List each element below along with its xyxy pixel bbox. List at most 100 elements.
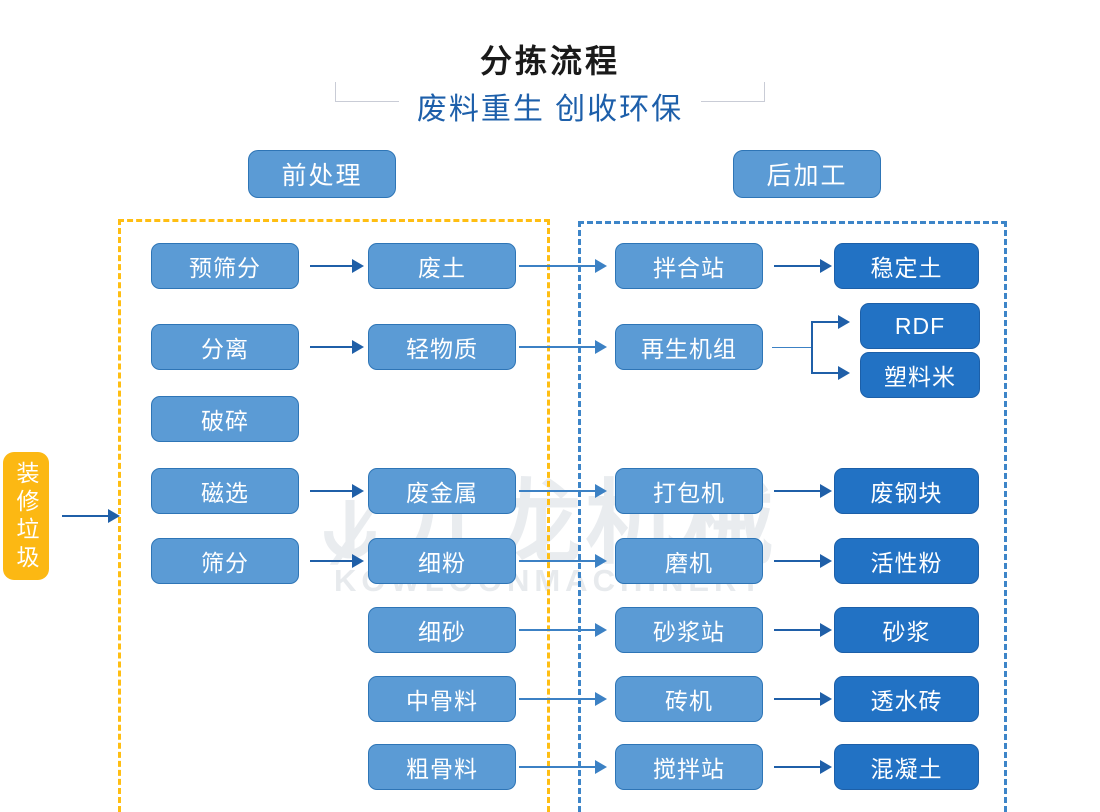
node-product-2[interactable]: 塑料米 [860, 352, 980, 398]
node-equip-2[interactable]: 打包机 [615, 468, 763, 514]
node-product-4-label: 活性粉 [870, 550, 943, 576]
arrow-line-pre1 [310, 346, 354, 348]
arrow-head-mat2 [595, 484, 607, 498]
arrow-line-pre4 [310, 560, 354, 562]
arrow-line-mat6 [519, 766, 597, 768]
node-product-7-label: 混凝土 [870, 756, 943, 782]
arrow-head-input [108, 509, 120, 523]
arrow-head-mat1 [595, 340, 607, 354]
section-header-postprocess-label: 后加工 [766, 162, 848, 190]
arrow-head-mat5 [595, 692, 607, 706]
arrow-head-plastic [838, 366, 850, 380]
node-product-5[interactable]: 砂浆 [834, 607, 979, 653]
arrow-head-pre3 [352, 484, 364, 498]
arrow-head-mat0 [595, 259, 607, 273]
node-equip-5-label: 砖机 [665, 688, 713, 714]
page-subtitle: 废料重生 创收环保 [0, 84, 1100, 128]
node-equip-0[interactable]: 拌合站 [615, 243, 763, 289]
node-pre-3-label: 磁选 [201, 480, 249, 506]
node-mat-0[interactable]: 废土 [368, 243, 516, 289]
arrow-head-rdf [838, 315, 850, 329]
arrow-head-pre1 [352, 340, 364, 354]
page-title: 分拣流程 [0, 36, 1100, 82]
node-mat-3-label: 细粉 [418, 550, 466, 576]
node-equip-3[interactable]: 磨机 [615, 538, 763, 584]
node-input-waste-label: 装修垃圾 [13, 461, 39, 573]
section-header-preprocess[interactable]: 前处理 [248, 150, 396, 198]
arrow-head-mat4 [595, 623, 607, 637]
preprocess-group-frame [118, 219, 550, 812]
node-pre-1-label: 分离 [201, 336, 249, 362]
node-pre-3[interactable]: 磁选 [151, 468, 299, 514]
node-mat-2[interactable]: 废金属 [368, 468, 516, 514]
arrow-line-pre0 [310, 265, 354, 267]
node-product-0-label: 稳定土 [870, 255, 943, 281]
node-pre-2[interactable]: 破碎 [151, 396, 299, 442]
node-pre-0[interactable]: 预筛分 [151, 243, 299, 289]
arrow-line-mat1 [519, 346, 597, 348]
arrow-head-equip3 [820, 554, 832, 568]
section-header-postprocess[interactable]: 后加工 [733, 150, 881, 198]
arrow-line-mat5 [519, 698, 597, 700]
node-equip-4-label: 砂浆站 [653, 619, 725, 645]
node-equip-6[interactable]: 搅拌站 [615, 744, 763, 790]
node-mat-3[interactable]: 细粉 [368, 538, 516, 584]
node-mat-6[interactable]: 粗骨料 [368, 744, 516, 790]
arrow-line-equip5 [774, 698, 822, 700]
branch-arm-plastic [811, 372, 841, 374]
node-product-3[interactable]: 废钢块 [834, 468, 979, 514]
branch-stem-equip1 [772, 347, 812, 348]
node-mat-6-label: 粗骨料 [406, 756, 478, 782]
node-mat-0-label: 废土 [418, 255, 466, 281]
node-product-4[interactable]: 活性粉 [834, 538, 979, 584]
node-mat-5-label: 中骨料 [406, 688, 478, 714]
arrow-head-equip2 [820, 484, 832, 498]
node-product-2-label: 塑料米 [884, 364, 956, 390]
node-pre-1[interactable]: 分离 [151, 324, 299, 370]
node-pre-4[interactable]: 筛分 [151, 538, 299, 584]
arrow-line-equip6 [774, 766, 822, 768]
node-pre-2-label: 破碎 [201, 408, 249, 434]
arrow-line-mat4 [519, 629, 597, 631]
arrow-line-equip4 [774, 629, 822, 631]
node-product-3-label: 废钢块 [870, 480, 943, 506]
arrow-line-mat0 [519, 265, 597, 267]
node-mat-1[interactable]: 轻物质 [368, 324, 516, 370]
postprocess-group-frame [578, 221, 1007, 812]
node-product-7[interactable]: 混凝土 [834, 744, 979, 790]
arrow-head-equip4 [820, 623, 832, 637]
arrow-head-pre0 [352, 259, 364, 273]
node-product-0[interactable]: 稳定土 [834, 243, 979, 289]
arrow-line-equip0 [774, 265, 822, 267]
arrow-line-mat3 [519, 560, 597, 562]
branch-arm-rdf [811, 321, 841, 323]
node-input-waste[interactable]: 装修垃圾 [3, 452, 49, 580]
arrow-line-pre3 [310, 490, 354, 492]
node-equip-1-label: 再生机组 [641, 336, 737, 362]
arrow-head-mat6 [595, 760, 607, 774]
node-equip-5[interactable]: 砖机 [615, 676, 763, 722]
branch-spine-equip1 [811, 322, 813, 374]
node-mat-4[interactable]: 细砂 [368, 607, 516, 653]
arrow-line-mat2 [519, 490, 597, 492]
arrow-line-input [62, 515, 110, 517]
arrow-line-equip3 [774, 560, 822, 562]
arrow-head-mat3 [595, 554, 607, 568]
node-equip-0-label: 拌合站 [653, 255, 725, 281]
node-equip-1[interactable]: 再生机组 [615, 324, 763, 370]
node-product-5-label: 砂浆 [882, 619, 931, 645]
node-product-1[interactable]: RDF [860, 303, 980, 349]
section-header-preprocess-label: 前处理 [281, 162, 363, 190]
node-mat-1-label: 轻物质 [406, 336, 478, 362]
node-equip-3-label: 磨机 [665, 550, 713, 576]
node-mat-5[interactable]: 中骨料 [368, 676, 516, 722]
node-equip-4[interactable]: 砂浆站 [615, 607, 763, 653]
arrow-line-equip2 [774, 490, 822, 492]
arrow-head-equip5 [820, 692, 832, 706]
arrow-head-equip6 [820, 760, 832, 774]
node-product-6[interactable]: 透水砖 [834, 676, 979, 722]
node-pre-0-label: 预筛分 [189, 255, 261, 281]
arrow-head-pre4 [352, 554, 364, 568]
node-product-6-label: 透水砖 [870, 688, 943, 714]
